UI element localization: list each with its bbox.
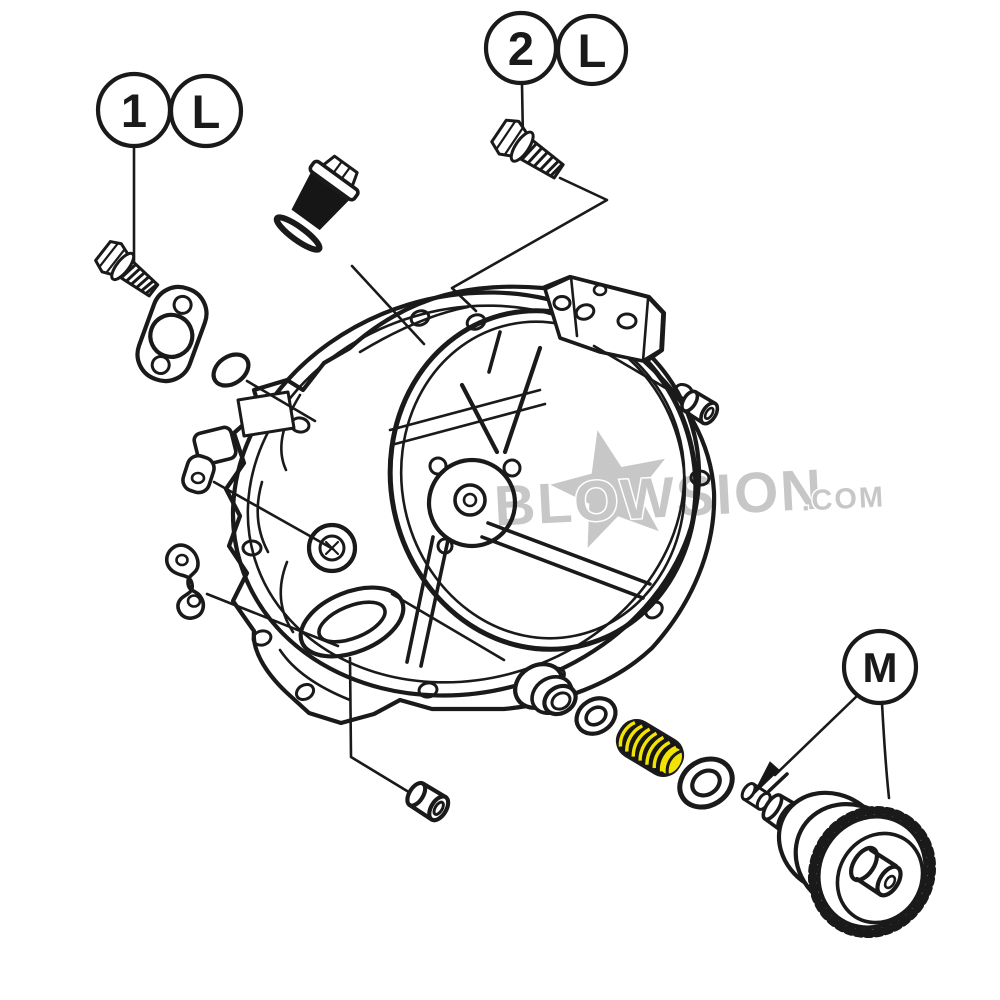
callout-2-num: 2 [508, 22, 534, 75]
bushing-collar [390, 592, 578, 717]
watermark: BLOWSION .COM [491, 423, 887, 555]
callout-1-letter-circle [168, 73, 244, 149]
watermark-star-icon [543, 423, 672, 555]
callout-m-letter: M [863, 644, 898, 691]
callout-m-circle [841, 628, 919, 706]
callout-m-leader-2 [880, 701, 891, 800]
dowel-pin-upper-leader [592, 344, 688, 402]
hook-bracket [164, 543, 340, 648]
starter-clutch-gear [740, 782, 937, 939]
dowel-pin-lower-leader [348, 656, 414, 796]
callout-m-arrow-tick [767, 772, 789, 793]
washer-large [677, 756, 735, 810]
oil-pump-boss [426, 456, 522, 555]
callout-m: M [752, 628, 919, 800]
dowel-pin-lower [348, 656, 451, 823]
callout-1: 1 L [95, 71, 244, 264]
cable-clamp [181, 425, 335, 551]
watermark-suffix: .COM [801, 481, 886, 517]
plug-o-ring [273, 214, 323, 253]
callout-2: 2 L [483, 10, 629, 142]
flywheel-opening [387, 308, 699, 652]
callout-1-letter: L [192, 85, 221, 138]
cover-body-fill [226, 277, 715, 723]
flange-bolt [490, 118, 565, 180]
callout-1-num: 1 [121, 84, 147, 137]
hook-bracket-leader [205, 592, 340, 648]
filler-plug-leader [350, 264, 426, 346]
dowel-pin-upper [592, 344, 720, 426]
callout-2-letter-circle [555, 13, 629, 87]
callout-2-letter: L [578, 24, 607, 77]
hex-bolt [94, 240, 160, 298]
mount-flange [135, 284, 209, 384]
callout-m-arrowhead [752, 761, 780, 796]
upper-bracket [543, 275, 665, 363]
spring [615, 719, 685, 777]
lower-mount-pad [298, 585, 406, 659]
callout-m-leader-1 [773, 693, 860, 777]
filler-plug [273, 154, 360, 253]
cover-ribs [405, 330, 652, 668]
cable-clamp-leader [212, 480, 335, 551]
bushing-leader [390, 592, 506, 662]
o-ring [211, 352, 317, 423]
gear-hub [848, 845, 903, 898]
casting-detail-lines [236, 305, 547, 702]
washer-small [574, 696, 618, 736]
flange-bolt-leader [450, 176, 609, 313]
o-ring-leader [245, 379, 317, 423]
